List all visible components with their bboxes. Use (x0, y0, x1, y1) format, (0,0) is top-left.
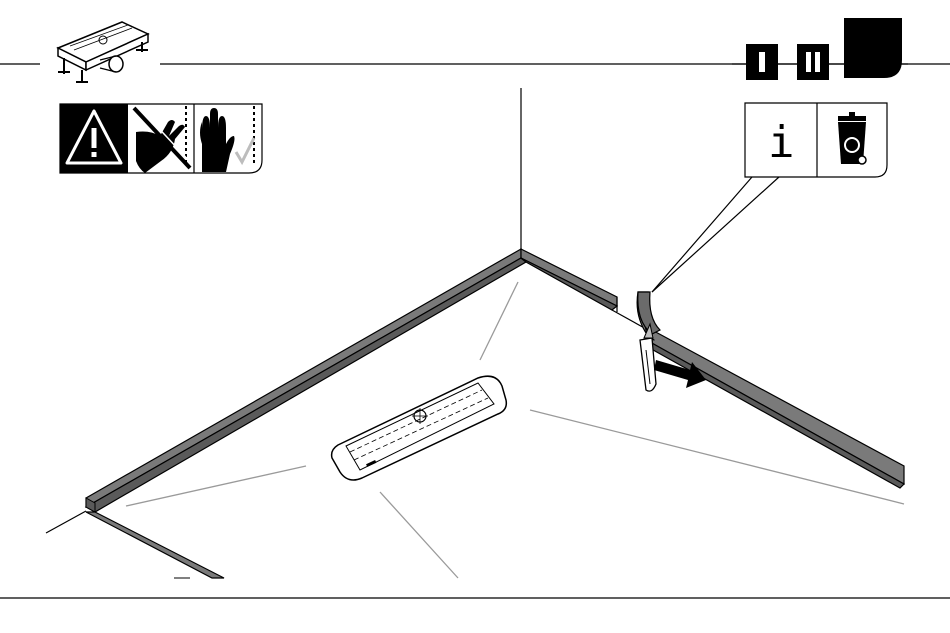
step-2-box (797, 44, 829, 80)
recycle-bin-icon (838, 112, 866, 164)
guide-lines (126, 282, 904, 578)
shower-drain-product-icon (40, 22, 160, 82)
info-icon: i (768, 117, 795, 168)
drain-body (174, 376, 506, 578)
step-indicator (732, 18, 908, 80)
info-panel: i (652, 103, 887, 292)
edge-insulation-strip-right (521, 249, 904, 488)
warning-pictogram-strip (60, 104, 262, 173)
step-3-box-current (844, 18, 902, 78)
